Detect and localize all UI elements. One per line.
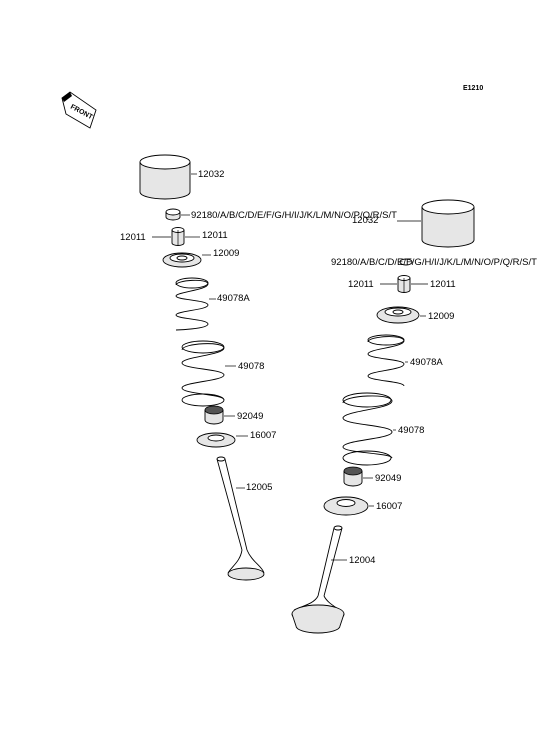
diagram-code: E1210 — [463, 85, 484, 92]
right-valve-retainer — [376, 306, 426, 324]
left-valve-stem — [216, 456, 265, 581]
right-bucket-label: 12032 — [352, 215, 379, 226]
right-cotter-label-right: 12011 — [430, 279, 456, 290]
right-valve-shim — [399, 258, 413, 266]
right-valve-stem — [291, 525, 347, 634]
left-spring-seat-label: 16007 — [250, 430, 277, 441]
left-valve-retainer — [162, 252, 211, 268]
left-stem-seal-label: 92049 — [237, 411, 264, 422]
left-valve-label: 12005 — [246, 482, 273, 493]
left-valve-stem-seal — [204, 405, 235, 425]
right-valve-cotters — [380, 275, 428, 293]
left-cotter-label-right: 12011 — [202, 230, 228, 241]
right-valve-label: 12004 — [349, 555, 376, 566]
front-direction-tag: FRONT — [61, 91, 97, 129]
right-retainer-label: 12009 — [428, 311, 455, 322]
left-bucket-label: 12032 — [198, 169, 225, 180]
right-shim-label: 92180/A/B/C/D/E/F/G/H/I/J/K/L/M/N/O/P/Q/… — [331, 257, 537, 268]
right-stem-seal-label: 92049 — [375, 473, 402, 484]
right-cotter-label-left: 12011 — [348, 279, 374, 290]
left-outer-spring-label: 49078 — [238, 361, 265, 372]
left-valve-inner-spring — [175, 277, 216, 331]
left-valve-shim — [165, 208, 190, 221]
right-valve-bucket — [397, 199, 475, 248]
left-shim-label: 92180/A/B/C/D/E/F/G/H/I/J/K/L/M/N/O/P/Q/… — [191, 210, 397, 221]
right-valve-inner-spring — [367, 334, 408, 387]
left-valve-bucket — [139, 154, 197, 200]
left-cotter-label-left: 12011 — [120, 232, 146, 243]
left-valve-spring-seat — [196, 432, 248, 448]
right-inner-spring-label: 49078A — [410, 357, 443, 368]
left-valve-cotters — [152, 227, 200, 246]
left-valve-outer-spring — [181, 340, 236, 407]
right-valve-spring-seat — [323, 496, 374, 516]
right-valve-outer-spring — [342, 392, 396, 466]
right-valve-stem-seal — [343, 466, 373, 487]
right-spring-seat-label: 16007 — [376, 501, 403, 512]
left-inner-spring-label: 49078A — [217, 293, 250, 304]
left-retainer-label: 12009 — [213, 248, 240, 259]
right-outer-spring-label: 49078 — [398, 425, 425, 436]
